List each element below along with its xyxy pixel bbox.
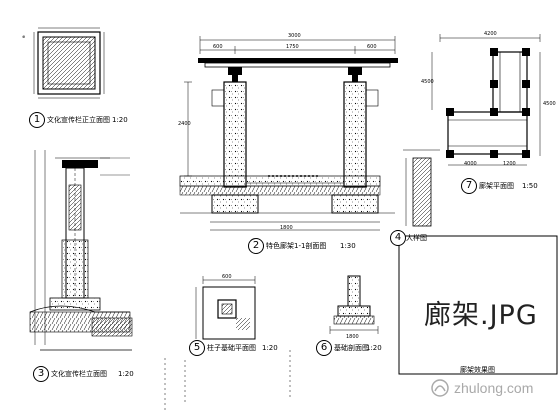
dim-top-part-3: 600 — [367, 44, 377, 50]
dim-plan-right: 4500 — [543, 101, 556, 107]
drawing-title-5: 柱子基础平面图 — [207, 344, 256, 352]
drawing-number-5: 5 — [189, 340, 205, 356]
drawing-title-4: 大样图 — [406, 234, 427, 242]
photo-placeholder-frame — [398, 235, 558, 375]
drawing-4-detail — [403, 149, 440, 227]
drawing-number-2: 2 — [248, 238, 264, 254]
drawing-scale-2: 1:30 — [340, 242, 356, 250]
drawing-number-1: 1 — [29, 112, 45, 128]
dim-base: 1800 — [280, 225, 293, 231]
dim-top-part-2: 1750 — [286, 44, 299, 50]
watermark-text: zhulong.com — [454, 380, 534, 396]
dim-footing-w: 600 — [222, 274, 232, 280]
drawing-7-pergola-plan — [431, 34, 541, 166]
drawing-5-column-foundation-plan — [195, 276, 256, 340]
drawing-title-3: 文化宣传栏立面图 — [51, 370, 107, 378]
drawing-scale-3: 1:20 — [118, 370, 134, 378]
dim-plan-bottom-1: 4000 — [464, 161, 477, 167]
zhulong-logo-icon — [431, 379, 449, 397]
drawing-scale-7: 1:50 — [522, 182, 538, 190]
drawing-title-6: 基础剖面图 — [334, 344, 369, 352]
drawing-number-7: 7 — [461, 178, 477, 194]
drawing-3-tall-elevation — [29, 150, 133, 351]
drawing-number-3: 3 — [33, 366, 49, 382]
drawing-2-pergola-section — [179, 36, 398, 231]
svg-text:⊕: ⊕ — [22, 34, 25, 39]
drawing-number-4: 4 — [390, 230, 406, 246]
dim-top-total: 3000 — [288, 33, 301, 39]
dim-footing-w2: 1800 — [346, 334, 359, 340]
dim-plan-left: 4500 — [421, 79, 434, 85]
drawing-title-2: 特色廊架1-1剖面图 — [266, 242, 327, 250]
photo-caption: 廊架效果图 — [460, 366, 495, 374]
photo-placeholder-text: 廊架.JPG — [424, 300, 538, 331]
drawing-scale-5: 1:20 — [262, 344, 278, 352]
bottom-notes — [164, 350, 291, 410]
drawing-6-foundation-section — [329, 275, 379, 334]
dim-plan-bottom-2: 1200 — [503, 161, 516, 167]
dim-plan-top: 4200 — [484, 31, 497, 37]
drawing-title-7: 廊架平面图 — [479, 182, 514, 190]
drawing-1-board-elevation: ⊕ — [22, 27, 105, 99]
dim-top-part-1: 600 — [213, 44, 223, 50]
drawing-scale-6: 1:20 — [366, 344, 382, 352]
drawing-title-1: 文化宣传栏正立面图 — [47, 116, 110, 124]
dim-elev-height: 2400 — [178, 121, 191, 127]
drawing-scale-1: 1:20 — [112, 116, 128, 124]
drawing-number-6: 6 — [316, 340, 332, 356]
